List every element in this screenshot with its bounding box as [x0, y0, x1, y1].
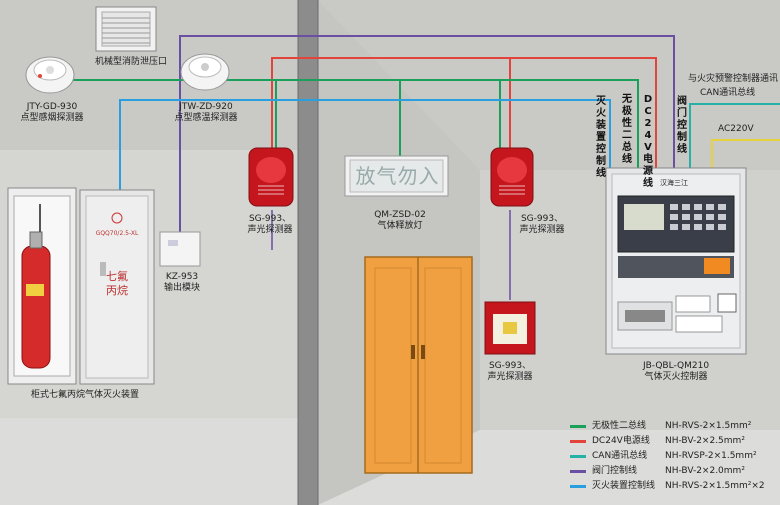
right-room-ceiling — [318, 0, 780, 170]
legend-swatch — [570, 455, 586, 458]
legend-swatch — [570, 470, 586, 473]
heat-detector-icon — [180, 53, 230, 91]
alarm-left-name: 声光探测器 — [247, 225, 293, 235]
controller-cabinet-icon — [605, 167, 747, 355]
legend-spec: NH-RVSP-2×1.5mm² — [665, 451, 757, 461]
vent-label: 机械型消防泄压口 — [94, 57, 167, 67]
legend-spec: NH-BV-2×2.5mm² — [665, 436, 745, 446]
manual-station-name: 声光探测器 — [487, 372, 533, 382]
smoke-detector-model: JTY-GD-930 — [26, 102, 78, 112]
legend-swatch — [570, 425, 586, 428]
release-light-model: QM-ZSD-02 — [374, 210, 426, 220]
bus-label-linkage-1: 与火灾预警控制器通讯 — [688, 74, 779, 84]
legend-swatch — [570, 485, 586, 488]
cabinet-unit-name: 柜式七氟丙烷气体灭火装置 — [30, 390, 139, 400]
smoke-detector-icon — [25, 56, 75, 94]
heat-detector-model: JTW-ZD-920 — [179, 102, 233, 112]
alarm-mid-name: 声光探测器 — [519, 225, 565, 235]
manual-station-icon — [484, 301, 536, 355]
heat-detector-name: 点型感温探测器 — [174, 113, 238, 123]
legend-name: 灭火装置控制线 — [592, 481, 656, 491]
output-module-model: KZ-953 — [165, 272, 199, 282]
legend-spec: NH-RVS-2×1.5mm²×2 — [665, 481, 765, 491]
legend-name: 无极性二总线 — [592, 421, 647, 431]
dividing-pillar — [298, 0, 318, 505]
release-light-sign: 放气勿入 — [355, 164, 440, 188]
legend-swatch — [570, 440, 586, 443]
bus-label-dc24v: DC24V电源线 — [643, 94, 653, 189]
bus-label-extinguish: 灭火装置控制线 — [596, 96, 606, 179]
release-light-name: 气体释放灯 — [377, 221, 423, 231]
bus-label-linkage-2: CAN通讯总线 — [700, 88, 756, 98]
left-room-floor — [0, 418, 298, 505]
smoke-detector-name: 点型感烟探测器 — [20, 113, 84, 123]
alarm-mid-model: SG-993、 — [520, 214, 564, 224]
right-room-floor — [318, 430, 780, 505]
vent-icon — [95, 6, 157, 52]
bus-label-valve: 阀门控制线 — [677, 96, 687, 155]
legend-name: DC24V电源线 — [592, 436, 650, 446]
extinguisher-cabinet-closed — [79, 189, 155, 385]
bus-label-nonpolar: 无极性二总线 — [622, 94, 632, 165]
legend-spec: NH-BV-2×2.0mm² — [665, 466, 745, 476]
legend-name: 阀门控制线 — [592, 466, 638, 476]
controller-model: JB-QBL-QM210 — [642, 361, 710, 371]
cabinet-panel-code: GQQ70/2.5-XL — [95, 230, 139, 237]
manual-station-model: SG-993、 — [488, 361, 532, 371]
output-module-icon — [159, 231, 201, 267]
controller-name: 气体灭火控制器 — [644, 372, 708, 382]
alarm-left-model: SG-993、 — [248, 214, 292, 224]
gas-release-light-icon — [344, 155, 449, 197]
alarm-mid-icon — [490, 147, 534, 207]
door — [364, 256, 473, 474]
output-module-name: 输出模块 — [163, 283, 200, 293]
cabinet-panel-text: 七氟丙烷 — [106, 270, 128, 297]
alarm-left-icon — [248, 147, 294, 207]
extinguisher-cabinet-glass — [7, 187, 77, 385]
controller-brand: 汉海三江 — [660, 179, 688, 187]
legend-name: CAN通讯总线 — [592, 451, 648, 461]
legend-spec: NH-RVS-2×1.5mm² — [665, 421, 752, 431]
bus-label-ac: AC220V — [718, 124, 754, 134]
